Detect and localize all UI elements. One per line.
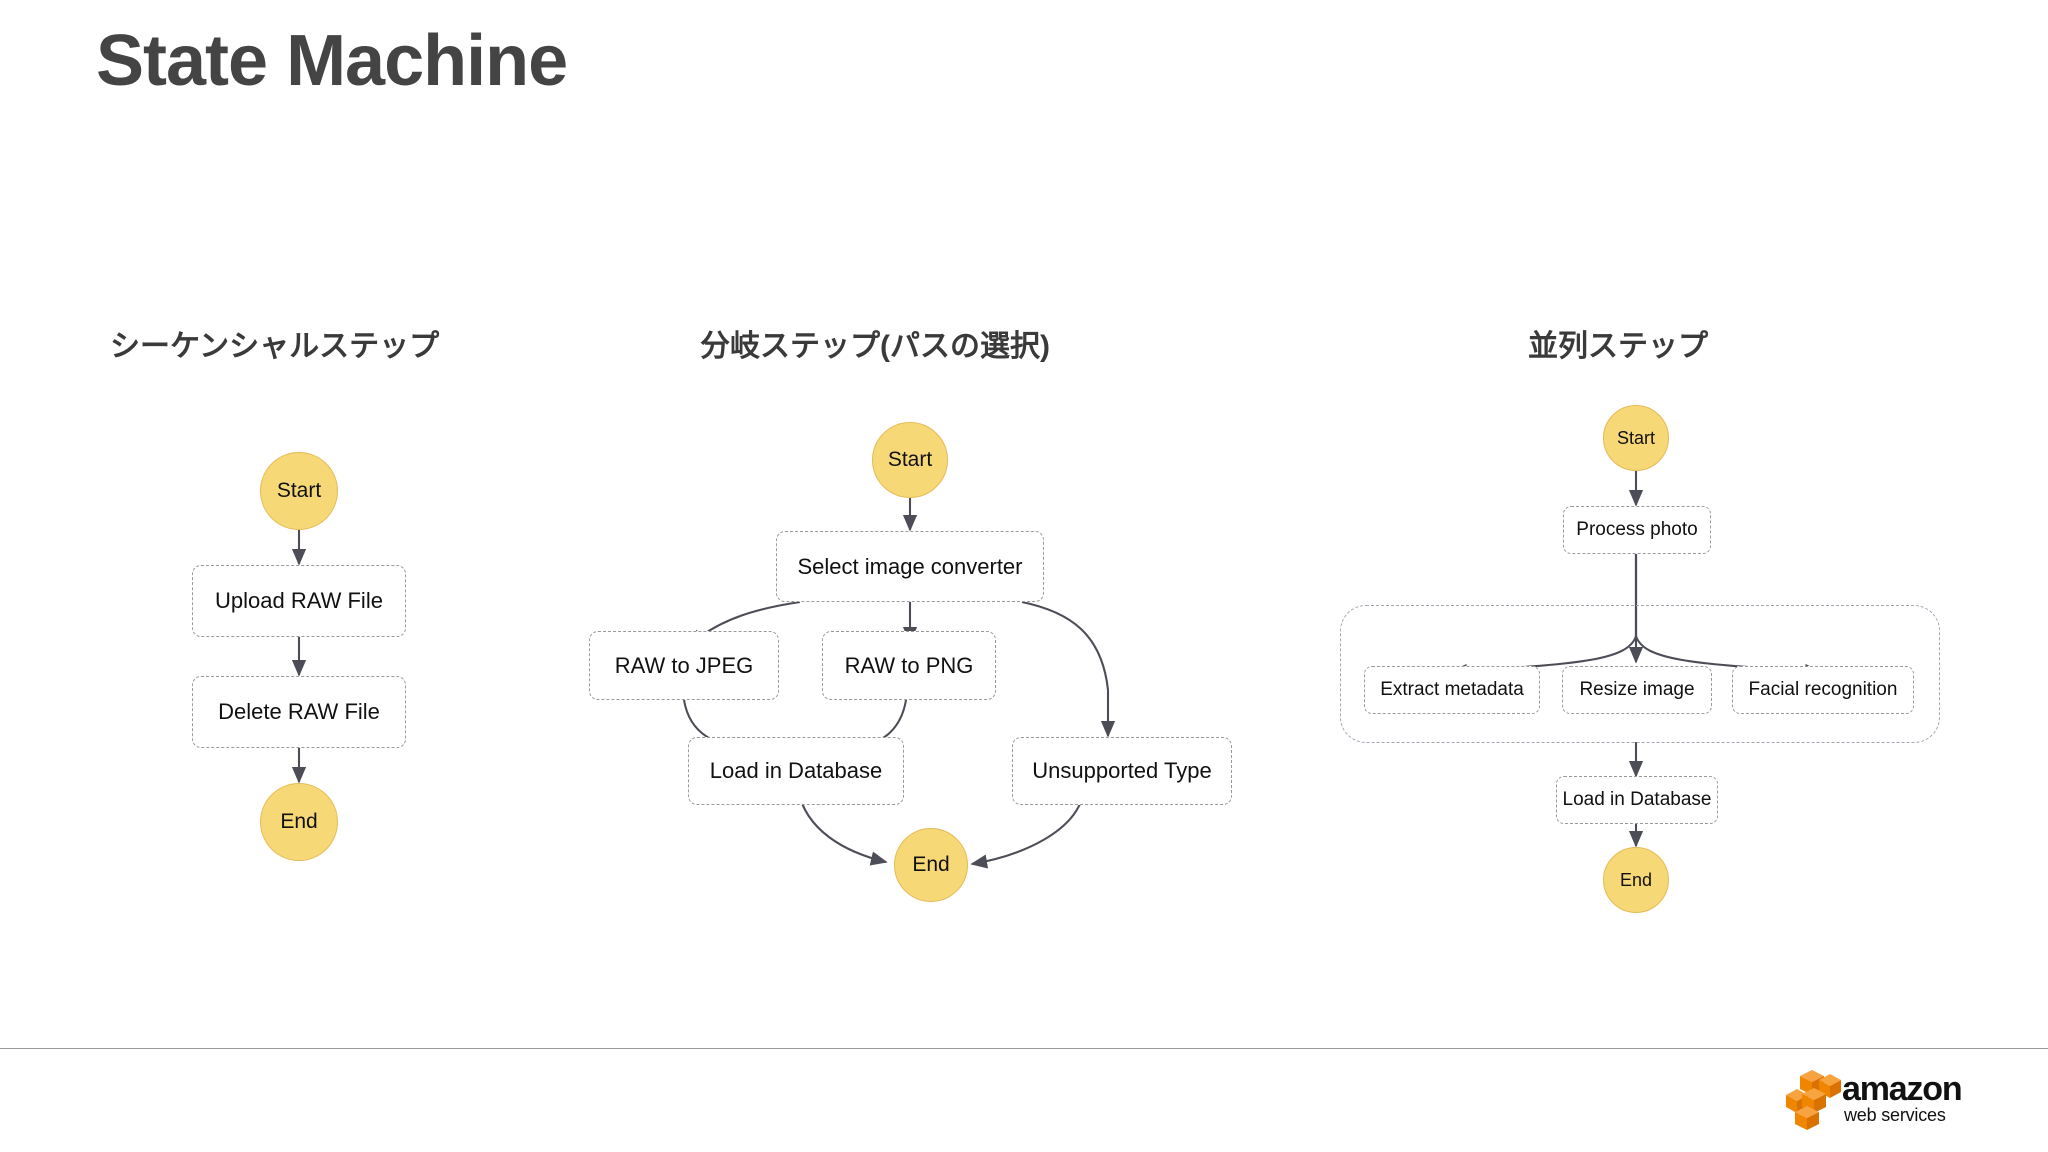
parallel-branch-group xyxy=(1340,605,1940,743)
aws-logo: amazon web services xyxy=(1786,1068,1986,1136)
node-label: Extract metadata xyxy=(1380,679,1524,700)
node-label: RAW to JPEG xyxy=(614,652,754,678)
node-label: Select image converter xyxy=(797,553,1023,579)
section-heading-parallel: 並列ステップ xyxy=(1528,330,1708,363)
node-label: End xyxy=(280,810,318,833)
node-seq-delete-raw-file[interactable]: Delete RAW File xyxy=(192,676,406,748)
node-label: Resize image xyxy=(1579,679,1695,700)
node-label: Process photo xyxy=(1576,519,1698,540)
node-label: Load in Database xyxy=(709,758,883,783)
node-label: Facial recognition xyxy=(1748,679,1898,700)
node-choice-end[interactable]: End xyxy=(894,828,968,902)
footer-divider xyxy=(0,1048,2048,1049)
node-seq-start[interactable]: Start xyxy=(260,452,338,530)
edge-ch-select-to-unsup xyxy=(1021,600,1116,738)
node-parallel-facial-recognition[interactable]: Facial recognition xyxy=(1732,666,1914,714)
node-label: End xyxy=(912,853,950,876)
aws-cubes-icon xyxy=(1786,1070,1841,1130)
section-heading-sequential: シーケンシャルステップ xyxy=(110,330,440,363)
node-seq-upload-raw-file[interactable]: Upload RAW File xyxy=(192,565,406,637)
node-label: Start xyxy=(276,479,322,502)
node-label: RAW to PNG xyxy=(844,652,974,678)
node-parallel-start[interactable]: Start xyxy=(1603,405,1669,471)
node-choice-load-in-database[interactable]: Load in Database xyxy=(688,737,904,805)
node-parallel-extract-metadata[interactable]: Extract metadata xyxy=(1364,666,1540,714)
node-label: Delete RAW File xyxy=(218,699,380,724)
node-parallel-resize-image[interactable]: Resize image xyxy=(1562,666,1712,714)
node-choice-raw-to-png[interactable]: RAW to PNG xyxy=(822,631,996,700)
aws-wordmark: amazon xyxy=(1842,1070,1963,1108)
node-parallel-load-in-database[interactable]: Load in Database xyxy=(1556,776,1718,824)
node-parallel-end[interactable]: End xyxy=(1603,847,1669,913)
node-choice-raw-to-jpeg[interactable]: RAW to JPEG xyxy=(589,631,779,700)
node-seq-end[interactable]: End xyxy=(260,783,338,861)
node-label: End xyxy=(1619,869,1653,890)
node-choice-start[interactable]: Start xyxy=(872,422,948,498)
node-parallel-process-photo[interactable]: Process photo xyxy=(1563,506,1711,554)
node-label: Unsupported Type xyxy=(1032,758,1212,783)
node-label: Load in Database xyxy=(1562,789,1712,810)
section-heading-choice: 分岐ステップ(パスの選択) xyxy=(700,330,1050,363)
page-title: State Machine xyxy=(96,21,568,101)
node-label: Upload RAW File xyxy=(215,588,383,613)
node-label: Start xyxy=(1616,427,1655,448)
node-choice-select-image-converter[interactable]: Select image converter xyxy=(776,531,1044,602)
aws-subwordmark: web services xyxy=(1844,1105,1946,1125)
node-choice-unsupported-type[interactable]: Unsupported Type xyxy=(1012,737,1232,805)
node-label: Start xyxy=(887,448,933,471)
